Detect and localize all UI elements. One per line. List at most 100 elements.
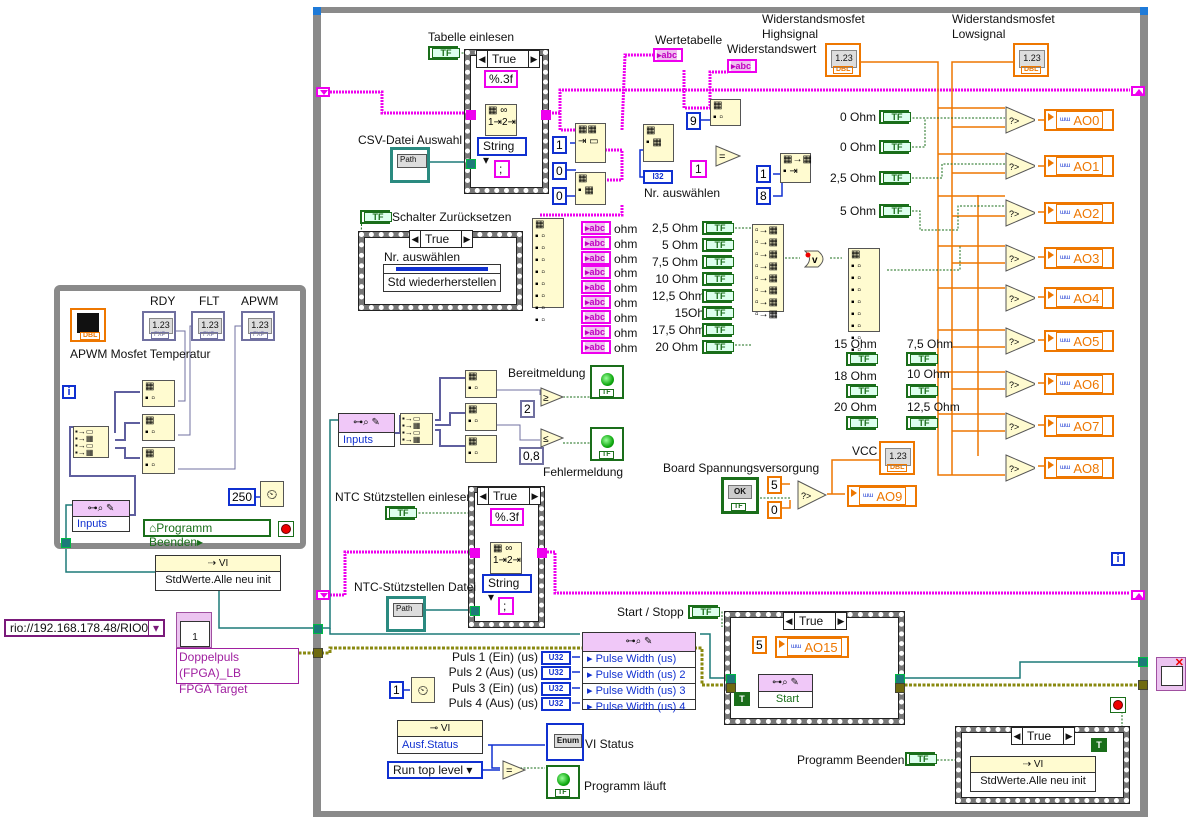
start-stop-case-selector[interactable]: ◀True▶ — [783, 612, 847, 630]
ohm-switch[interactable]: TF — [879, 204, 911, 218]
ohm-switch[interactable]: TF — [846, 416, 878, 430]
nr-auswaehlen-control[interactable]: I32 — [643, 170, 673, 184]
string-type-ring[interactable]: String ▾ — [477, 137, 527, 167]
case-tunnel — [470, 606, 480, 616]
programm-beenden-switch[interactable]: TF — [905, 752, 937, 766]
pulse-control[interactable]: U32 — [541, 697, 571, 711]
ohm-switch[interactable]: TF — [906, 352, 938, 366]
main-while-loop — [313, 7, 1148, 817]
ohm-switch[interactable]: TF — [702, 289, 734, 303]
ntc-file-path-control[interactable]: Path — [386, 596, 426, 632]
ohm-switch[interactable]: TF — [879, 171, 911, 185]
ohm-switch[interactable]: TF — [846, 384, 878, 398]
run-top-level-ring[interactable]: Run top level ▾ — [387, 761, 483, 779]
ohm-switch[interactable]: TF — [702, 306, 734, 320]
ohm-switch[interactable]: TF — [879, 110, 911, 124]
fpga-resource-control[interactable]: rio://192.168.178.48/RIO0▾ — [4, 619, 165, 637]
ntc-type-ring[interactable]: String ▾ — [482, 574, 532, 604]
ready-threshold-const[interactable]: 2 — [520, 400, 535, 418]
ohm-switch[interactable]: TF — [702, 255, 734, 269]
wire-string-to-idx — [558, 113, 576, 132]
format-string-const[interactable]: %.3f — [484, 70, 519, 88]
ohm-switch[interactable]: TF — [879, 140, 911, 154]
shift-register-right-top[interactable] — [1131, 86, 1145, 96]
board-false-const[interactable]: 0 — [767, 501, 782, 519]
index-const-0b[interactable]: 0 — [552, 187, 567, 205]
board-supply-button[interactable]: OK TF — [721, 477, 759, 514]
ohm-switch-label: 5 Ohm — [661, 238, 698, 252]
std-wiederherstellen-label: Std wiederherstellen — [387, 275, 497, 289]
refnum-tunnel-right — [1138, 657, 1148, 667]
reset-case-selector[interactable]: ◀True▶ — [409, 230, 473, 248]
index-const-0[interactable]: 0 — [552, 162, 567, 180]
ohm-string-indicator: ▸abc — [581, 265, 611, 279]
start-true-const[interactable]: T — [734, 692, 750, 706]
ohm-switch[interactable]: TF — [702, 272, 734, 286]
end-case-selector[interactable]: ◀True▶ — [1011, 727, 1075, 745]
board-true-const[interactable]: 5 — [767, 476, 782, 494]
open-fpga-reference-node: 1 — [176, 612, 212, 648]
waveform-icon: ᵚᵚ — [1060, 115, 1071, 125]
const-9[interactable]: 9 — [686, 112, 701, 130]
waveform-icon: ᵚᵚ — [1060, 463, 1071, 473]
ntc-delimiter[interactable]: ; — [498, 597, 514, 615]
ohm-switch[interactable]: TF — [906, 416, 938, 430]
left-index-node-1: ▦▪ ▫ — [142, 380, 175, 407]
schalter-zuruecksetzen-switch[interactable]: TF — [360, 210, 392, 224]
pulse-control[interactable]: U32 — [541, 666, 571, 680]
shift-register-left-bottom[interactable] — [316, 590, 330, 600]
ohm-switch-label: 0 Ohm — [839, 110, 876, 124]
ntc-format-string[interactable]: %.3f — [490, 508, 525, 526]
ntc-einlesen-switch[interactable]: TF — [385, 506, 417, 520]
ntc-einlesen-label: NTC Stützstellen einlesen — [335, 490, 474, 504]
left-loop-tunnel — [61, 538, 71, 548]
fehlermeldung-label: Fehlermeldung — [543, 465, 624, 479]
index-const-1[interactable]: 1 — [552, 136, 567, 154]
start-stopp-switch[interactable]: TF — [688, 605, 720, 619]
shift-register-left-top[interactable] — [316, 87, 330, 97]
wait-250-const[interactable]: 250 — [228, 488, 257, 506]
ohm-unit-label: ohm — [614, 281, 638, 295]
programm-laeuft-led: TF — [546, 765, 580, 799]
const-1-pink[interactable]: 1 — [690, 160, 707, 178]
fpga-property-node: ⊶⌕ ✎ ▸ Pulse Width (us)▸ Pulse Width (us… — [582, 632, 696, 713]
const-8-blue[interactable]: 8 — [756, 187, 771, 205]
tabelle-einlesen-switch[interactable]: TF — [428, 46, 460, 60]
ntc-case-selector[interactable]: ◀True▶ — [477, 487, 541, 505]
ohm-switch[interactable]: TF — [846, 352, 878, 366]
waveform-icon: ᵚᵚ — [1060, 208, 1071, 218]
mosfet-low-label-2: Lowsignal — [952, 27, 1006, 41]
pulse-control[interactable]: U32 — [541, 682, 571, 696]
ohm-switch-label: 10 Ohm — [907, 367, 950, 381]
shift-register-right-bottom[interactable] — [1131, 590, 1145, 600]
waveform-icon: ᵚᵚ — [1060, 161, 1071, 171]
ohm-switch[interactable]: TF — [906, 384, 938, 398]
fault-threshold-const[interactable]: 0,8 — [519, 447, 544, 465]
greater-equal-icon: ≥ — [540, 387, 564, 407]
delimiter-const[interactable]: ; — [494, 160, 510, 178]
vi-status-label: VI Status — [585, 737, 634, 751]
loop-resize-handle[interactable] — [1140, 7, 1148, 15]
ao15-const[interactable]: 5 — [752, 636, 767, 654]
wait-1-const[interactable]: 1 — [389, 681, 404, 699]
svg-text:?>: ?> — [801, 491, 811, 501]
const-1-blue[interactable]: 1 — [756, 165, 771, 183]
select-function-icon: ?> — [1005, 454, 1035, 482]
svg-text:?>: ?> — [1009, 464, 1019, 474]
ohm-switch[interactable]: TF — [702, 340, 734, 354]
end-true-const[interactable]: T — [1091, 738, 1107, 752]
loop-resize-handle[interactable] — [313, 7, 321, 15]
ohm-unit-label: ohm — [614, 341, 638, 355]
pulse-control[interactable]: U32 — [541, 651, 571, 665]
ohm-switch[interactable]: TF — [702, 238, 734, 252]
csv-file-path-control[interactable]: Path — [390, 147, 430, 183]
ohm-switch[interactable]: TF — [702, 323, 734, 337]
ohm-switch[interactable]: TF — [702, 221, 734, 235]
or-function-icon: v — [804, 250, 824, 268]
tabelle-case-selector[interactable]: ◀True▶ — [476, 50, 540, 68]
